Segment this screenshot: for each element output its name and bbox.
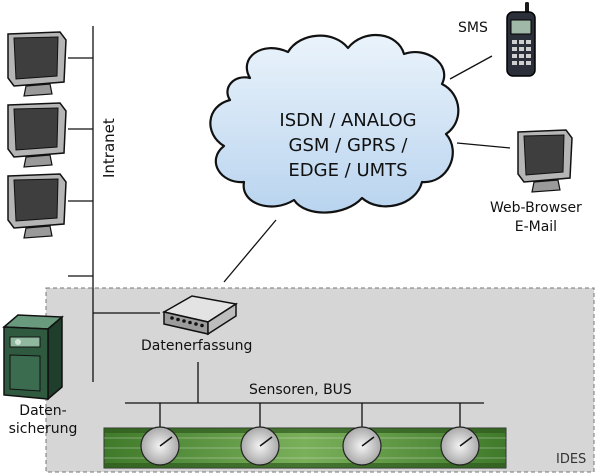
sensoren-bus-label: Sensoren, BUS (249, 382, 352, 398)
monitor-icon (517, 129, 573, 193)
cloud-line-2: GSM / GPRS / (288, 135, 408, 156)
cloud-line-1: ISDN / ANALOG (279, 110, 417, 131)
cloud-label: ISDN / ANALOG GSM / GPRS / EDGE / UMTS (262, 108, 434, 183)
cloud-modem-link (223, 219, 277, 283)
mobile-phone-icon (506, 2, 536, 77)
sicherung-text: sicherung (8, 421, 78, 437)
cloud-line-3: EDGE / UMTS (288, 160, 408, 181)
email-text: E-Mail (514, 219, 558, 235)
web-browser-text: Web-Browser (490, 200, 582, 216)
daten-text: Daten- (19, 403, 67, 419)
monitor-icon (7, 173, 67, 239)
datensicherung-label: Daten- sicherung (0, 402, 86, 438)
server-tower-icon (2, 314, 64, 401)
network-cloud (209, 34, 460, 214)
modem-icon (161, 295, 239, 336)
cloud-sms-link (449, 55, 493, 80)
monitor-icon (7, 31, 67, 97)
gauge-photo (103, 426, 507, 469)
web-browser-label: Web-Browser E-Mail (490, 199, 582, 237)
intranet-label: Intranet (100, 118, 118, 178)
ides-label: IDES (556, 452, 587, 467)
monitor-icon (7, 102, 67, 168)
sms-label: SMS (458, 20, 488, 36)
cloud-web-link (456, 142, 511, 149)
datenerfassung-label: Datenerfassung (141, 338, 253, 354)
